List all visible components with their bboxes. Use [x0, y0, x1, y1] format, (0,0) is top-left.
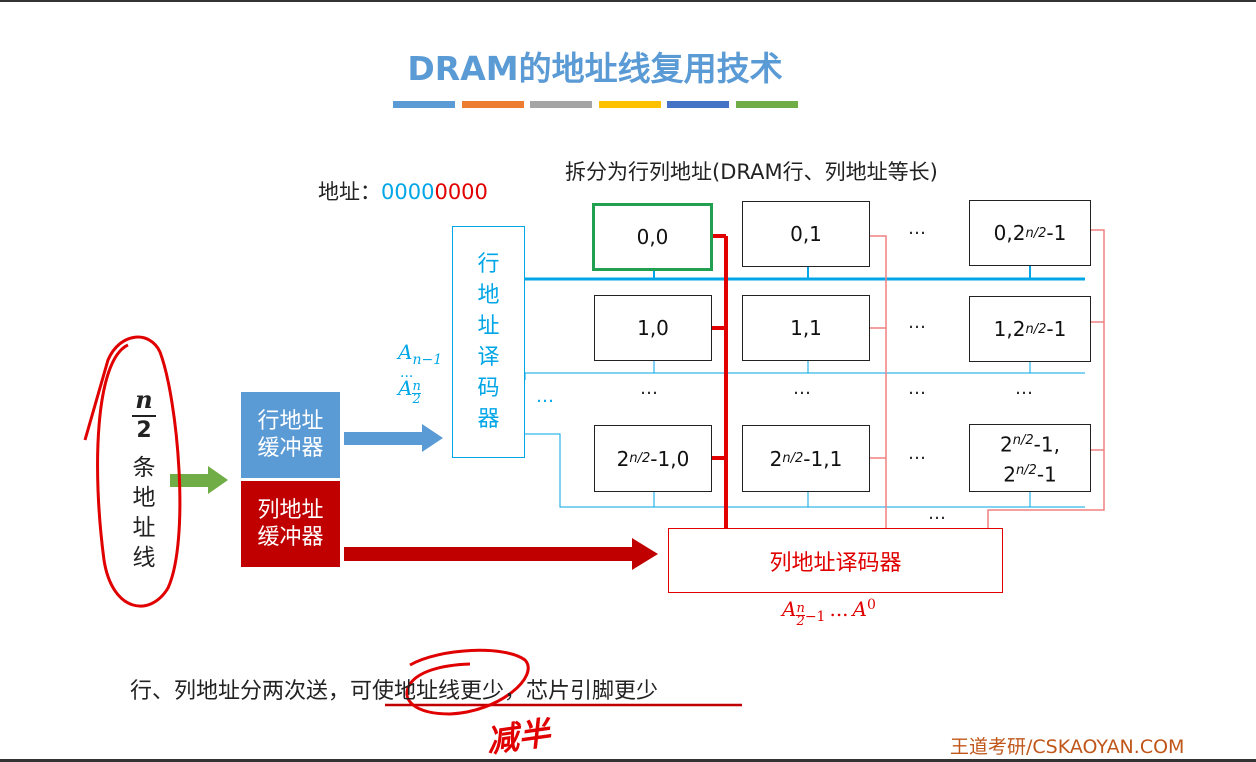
cell-1-last-tail: -1: [1046, 317, 1067, 341]
cell-last-last-l1-tail: -1,: [1033, 433, 1060, 457]
col-addr-dots: ...: [829, 597, 849, 621]
top-border: [0, 0, 1256, 2]
row-select-lines: [524, 266, 1085, 508]
slide-title: DRAM的地址线复用技术: [407, 49, 783, 88]
ellipsis-row3: …: [908, 443, 926, 464]
bottom-statement: 行、列地址分两次送，可使地址线更少，芯片引脚更少: [130, 679, 659, 704]
cell-last-1-exp: n/2: [782, 451, 804, 466]
title-stripe: [461, 101, 524, 108]
title-stripe: [530, 101, 592, 108]
cell-0-last-base: 0,2: [993, 221, 1026, 245]
row-address-decoder: 行地址译码器: [452, 226, 525, 458]
split-label: 拆分为行列地址(DRAM行、列地址等长): [565, 160, 938, 184]
cell-last-0-exp: n/2: [629, 451, 651, 466]
col-decoder-label: 列地址译码器: [769, 550, 902, 576]
row-buffer-arrow: [344, 424, 443, 452]
cell-1-last-exp: n/2: [1025, 321, 1047, 337]
ellipsis-mid-c3: …: [1015, 378, 1033, 399]
cell-last-last-l2-tail: -1: [1036, 462, 1057, 487]
cell-last-last-l1-base: 2: [1000, 433, 1013, 457]
title-stripe: [667, 101, 729, 108]
row-decoder-ellipsis: …: [536, 386, 554, 407]
fraction-bar: [132, 415, 156, 417]
watermark: 王道考研/CSKAOYAN.COM: [950, 736, 1185, 758]
cell-0-last-tail: -1: [1046, 221, 1067, 245]
row-addr-bottom-num: n: [412, 379, 421, 394]
cell-last-0-base: 2: [616, 446, 630, 471]
col-addr-a2-sub: 0: [867, 597, 876, 613]
row-addr-top-sub: n−1: [412, 352, 443, 368]
handwritten-note: 减半: [483, 713, 553, 761]
address-line-text: 条地址线: [132, 455, 156, 571]
col-address-buffer: 列地址 缓冲器: [241, 481, 340, 567]
row-addr-bottom-den: 2: [412, 392, 421, 407]
hand-drawn-circle-bottom: [405, 648, 530, 716]
address-value-blue: 0000: [381, 180, 435, 204]
cell-last-last-l2-exp: n/2: [1015, 463, 1037, 478]
cell-1-0: 1,0: [594, 295, 712, 361]
cell-last-0-tail: -1,0: [650, 446, 690, 471]
row-address-buffer: 行地址 缓冲器: [241, 392, 340, 478]
title-stripe: [735, 101, 798, 108]
col-addr-a2: A: [852, 597, 867, 621]
row-addr-dots: ...: [400, 365, 414, 381]
cell-last-1-base: 2: [769, 446, 783, 471]
row-buffer-line1: 行地址: [257, 409, 324, 434]
row-addr-top: A: [398, 340, 413, 364]
cell-last-last-l1-exp: n/2: [1012, 433, 1034, 449]
fraction-denominator: 2: [136, 418, 152, 443]
title-stripe: [393, 101, 455, 108]
cell-0-1: 0,1: [742, 201, 870, 267]
cell-1-last-base: 1,2: [993, 317, 1026, 341]
col-addr-a1-suffix: −1: [804, 609, 826, 625]
col-buffer-line1: 列地址: [257, 498, 324, 523]
address-value-red: 0000: [434, 180, 488, 204]
ellipsis-mid-c2: …: [908, 378, 926, 399]
ellipsis-mid-c1: …: [793, 378, 811, 399]
col-addr-a1: A: [782, 597, 797, 621]
title-stripe: [598, 101, 661, 108]
hand-drawn-circle-left: [83, 335, 182, 608]
col-addr-a1-num: n: [796, 601, 805, 616]
ellipsis-bottom: …: [928, 503, 946, 524]
ellipsis-row1: …: [908, 312, 926, 333]
cell-last-last: 2n/2-1, 2n/2-1: [969, 424, 1091, 492]
col-buffer-arrow: [344, 538, 658, 570]
column-address-decoder: 列地址译码器: [668, 528, 1003, 593]
row-decoder-label: 行地址译码器: [477, 252, 500, 432]
row-addr-bottom: A: [398, 376, 413, 400]
address-line-count: n 2: [128, 385, 160, 443]
cell-last-1-tail: -1,1: [803, 446, 843, 471]
cell-last-last-l2-base: 2: [1003, 462, 1016, 487]
fraction-numerator: n: [135, 385, 153, 414]
row-buffer-line2: 缓冲器: [257, 436, 324, 461]
ellipsis-row0: …: [908, 218, 926, 239]
address-label-text: 地址：: [318, 180, 381, 204]
column-select-lines: [712, 229, 1105, 528]
cell-1-1: 1,1: [742, 295, 870, 361]
col-buffer-line2: 缓冲器: [257, 525, 324, 550]
ellipsis-mid-c0: …: [640, 378, 658, 399]
cell-0-last-exp: n/2: [1025, 225, 1047, 241]
bottom-border: [0, 759, 1256, 762]
col-addr-a1-den: 2: [796, 614, 805, 629]
cell-0-0-selected: 0,0: [592, 203, 713, 271]
address-label: 地址：00000000: [318, 176, 488, 206]
